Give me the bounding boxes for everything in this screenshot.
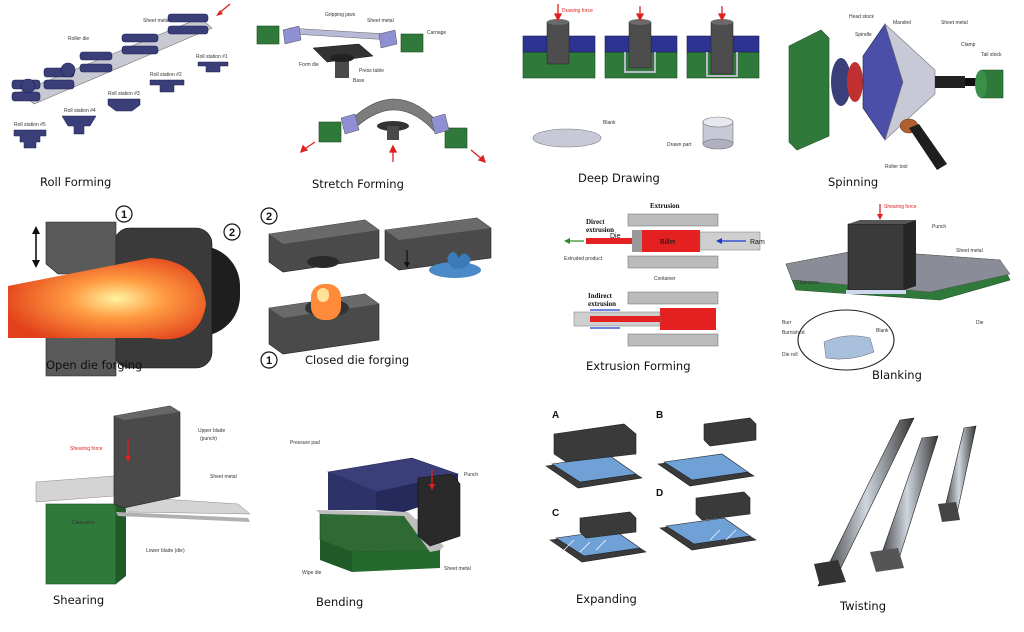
label-burnished: Burnished — [782, 330, 805, 336]
label-upper-blade: Upper blade — [198, 428, 225, 434]
closed-die-forging-panel: 2 1 Closed die forging — [255, 200, 495, 400]
stretch-forming-panel: Gripping jaws Sheet metal Carriage Form … — [255, 0, 495, 200]
label-num-1: 1 — [121, 209, 127, 221]
label-carriage: Carriage — [427, 30, 446, 36]
label-roll-station-2: Roll station #2 — [150, 72, 182, 78]
caption-deep-drawing: Deep Drawing — [578, 171, 660, 185]
extrusion-forming-panel: Extrusion Direct extrusion Die Billet Ra… — [560, 200, 780, 400]
label-roller-die: Roller die — [68, 36, 89, 42]
label-sheet-metal: Sheet metal — [941, 20, 968, 26]
label-punch: Punch — [464, 472, 478, 478]
label-pressure-pad: Pressure pad — [290, 440, 320, 446]
label-blank: Blank — [876, 328, 889, 334]
label-sheet-metal: Sheet metal — [210, 474, 237, 480]
caption-bending: Bending — [316, 595, 364, 609]
label-shearing-force: Shearing force — [70, 446, 103, 452]
label-clearance: Clearance — [72, 520, 95, 526]
twisting-panel: Twisting — [790, 400, 1024, 632]
twisting-diagram — [814, 417, 977, 587]
label-mandrel: Mandrel — [893, 20, 911, 26]
deep-drawing-panel: Drawing force Blank Drawn part Deep Draw… — [515, 0, 770, 200]
label-num-2: 2 — [266, 211, 272, 223]
label-extrusion-1: extrusion — [586, 226, 614, 234]
label-burr: Burr — [782, 320, 792, 326]
label-roll-station-4: Roll station #4 — [64, 108, 96, 114]
label-c: C — [552, 508, 559, 519]
extrusion-forming-diagram: Extrusion Direct extrusion Die Billet Ra… — [564, 202, 765, 347]
label-gripping-jaws: Gripping jaws — [325, 12, 356, 18]
caption-shearing: Shearing — [53, 593, 105, 607]
label-billet: Billet — [660, 239, 675, 246]
label-d: D — [656, 488, 663, 499]
roll-forming-panel: Sheet metal Roller die Roll station #1 R… — [0, 0, 250, 200]
label-sheet-metal: Sheet metal — [367, 18, 394, 24]
label-press-table: Press table — [359, 68, 384, 74]
spinning-diagram: Head stock Mandrel Sheet metal Spindle C… — [788, 14, 1004, 170]
deep-drawing-diagram: Drawing force Blank Drawn part — [522, 4, 760, 150]
label-drawing-force: Drawing force — [562, 8, 593, 14]
label-drawn-part: Drawn part — [667, 142, 692, 148]
label-roll-station-1: Roll station #1 — [196, 54, 228, 60]
expanding-panel: A B C D Expanding — [540, 400, 780, 632]
label-a: A — [552, 410, 559, 421]
caption-extrusion-forming: Extrusion Forming — [586, 359, 691, 373]
label-extrusion-title: Extrusion — [650, 202, 680, 210]
label-spindle: Spindle — [855, 32, 872, 38]
label-num-1: 1 — [266, 355, 272, 367]
closed-die-forging-diagram: 2 1 — [260, 207, 492, 369]
spinning-panel: Head stock Mandrel Sheet metal Spindle C… — [785, 0, 1024, 200]
bending-diagram: Pressure pad Punch Wipe die Sheet metal — [290, 440, 478, 576]
caption-spinning: Spinning — [828, 175, 879, 189]
label-punch: (punch) — [200, 436, 217, 442]
label-die: Die — [976, 320, 984, 326]
caption-blanking: Blanking — [872, 368, 922, 382]
label-punch: Punch — [932, 224, 946, 230]
label-roll-station-5: Roll station #5 — [14, 122, 46, 128]
label-base: Base — [353, 78, 365, 84]
shearing-panel: Shearing force Upper blade (punch) Sheet… — [0, 400, 260, 632]
blanking-diagram: Shearing force Punch Sheet metal Clearan… — [782, 204, 1011, 371]
label-clearance: Clearance — [796, 280, 819, 286]
caption-twisting: Twisting — [840, 599, 887, 613]
caption-roll-forming: Roll Forming — [40, 175, 112, 189]
label-die: Die — [610, 233, 621, 240]
label-shearing-force: Shearing force — [884, 204, 917, 210]
label-sheet-metal: Sheet metal — [143, 18, 170, 24]
label-roll-station-3: Roll station #3 — [108, 91, 140, 97]
bending-panel: Pressure pad Punch Wipe die Sheet metal … — [280, 400, 520, 632]
label-lower-blade: Lower blade (die) — [146, 548, 185, 554]
label-blank: Blank — [603, 120, 616, 126]
roll-forming-diagram: Sheet metal Roller die Roll station #1 R… — [11, 3, 231, 149]
caption-open-die-forging: Open die forging — [46, 358, 143, 372]
label-roller-tool: Roller tool — [885, 164, 908, 170]
label-ram: Ram — [750, 239, 765, 246]
label-container: Container — [654, 276, 676, 282]
label-extrusion-2: extrusion — [588, 300, 616, 308]
caption-expanding: Expanding — [576, 592, 637, 606]
expanding-diagram: A B C D — [545, 410, 757, 563]
caption-stretch-forming: Stretch Forming — [312, 177, 404, 191]
label-direct: Direct — [586, 218, 605, 226]
label-sheet-metal: Sheet metal — [956, 248, 983, 254]
label-indirect: Indirect — [588, 292, 613, 300]
shearing-diagram: Shearing force Upper blade (punch) Sheet… — [35, 405, 251, 585]
label-tail-stock: Tail stock — [981, 52, 1002, 58]
label-die-roll: Die roll — [782, 352, 798, 358]
label-sheet-metal: Sheet metal — [444, 566, 471, 572]
stretch-forming-diagram: Gripping jaws Sheet metal Carriage Form … — [256, 12, 487, 164]
label-head-stock: Head stock — [849, 14, 875, 20]
open-die-forging-panel: 1 2 Open die forging — [0, 200, 250, 400]
label-extruded-product: Extruded product — [564, 256, 603, 262]
open-die-forging-diagram: 1 2 — [8, 205, 241, 377]
caption-closed-die-forging: Closed die forging — [305, 353, 410, 367]
label-form-die: Form die — [299, 62, 319, 68]
label-wipe-die: Wipe die — [302, 570, 322, 576]
label-num-2: 2 — [229, 227, 235, 239]
label-b: B — [656, 410, 663, 421]
label-clamp: Clamp — [961, 42, 976, 48]
blanking-panel: Shearing force Punch Sheet metal Clearan… — [780, 200, 1024, 400]
